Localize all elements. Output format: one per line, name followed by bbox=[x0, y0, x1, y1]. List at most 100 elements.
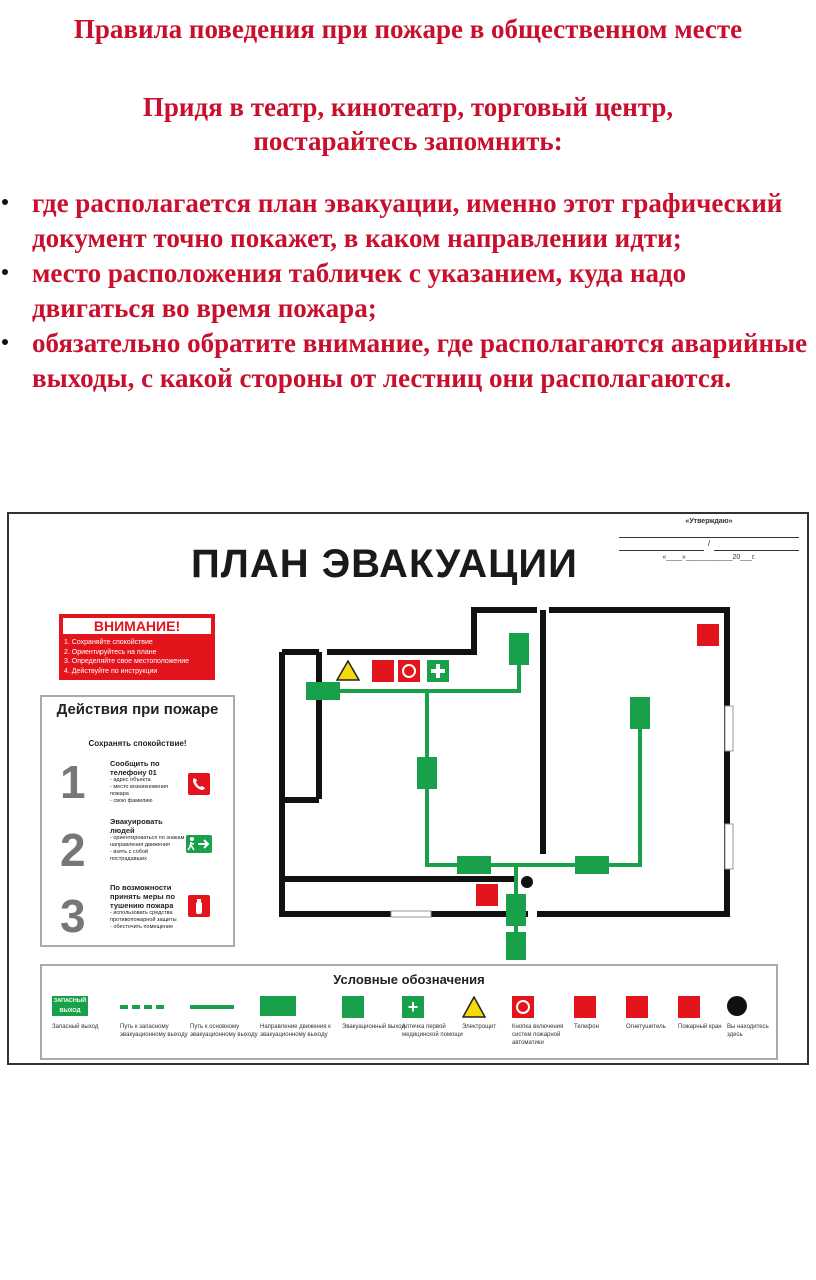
legend-item: Телефон bbox=[574, 996, 646, 1031]
extinguisher-icon bbox=[476, 884, 498, 906]
legend-label: Электрощит bbox=[462, 1024, 497, 1030]
window bbox=[724, 705, 734, 752]
step-title: Сообщить по телефону 01 bbox=[110, 759, 160, 777]
door-opening bbox=[390, 910, 432, 918]
exit-sign-label: ЗАПАСНЫЙ ВЫХОД bbox=[52, 996, 88, 1016]
step-detail: направления движения bbox=[110, 842, 170, 848]
signature-line bbox=[714, 538, 800, 551]
legend-label: Кнопка включения систем пожарной автомат… bbox=[512, 1024, 564, 1046]
walls bbox=[279, 607, 730, 917]
attention-list: 1. Сохраняйте спокойствие 2. Ориентируйт… bbox=[64, 638, 189, 676]
plan-title: ПЛАН ЭВАКУАЦИИ bbox=[191, 542, 578, 586]
page-title: Правила поведения при пожаре в обществен… bbox=[73, 14, 743, 44]
signature-line bbox=[619, 538, 704, 551]
step-detail: - взять с собой bbox=[110, 849, 149, 855]
step-detail: пострадавших bbox=[110, 856, 147, 862]
legend-item: Направление движения к эвакуационному вы… bbox=[260, 996, 332, 1039]
step-detail: - использовать средства bbox=[110, 910, 173, 916]
evac-route bbox=[309, 651, 642, 944]
evac-direction-icon bbox=[306, 682, 340, 700]
step-detail: - ориентироваться по знакам bbox=[110, 835, 185, 841]
step-detail: - адрес объекта bbox=[110, 777, 151, 783]
approval-block: «Утверждаю» / «____»____________20___г. bbox=[619, 518, 800, 561]
fire-alarm-button-icon bbox=[398, 660, 420, 682]
bullet-dot-icon bbox=[2, 339, 8, 345]
evac-direction-icon bbox=[575, 856, 609, 874]
extinguisher-icon bbox=[188, 895, 210, 917]
step-detail: - свою фамилию bbox=[110, 798, 153, 804]
step-number: 1 bbox=[60, 756, 86, 808]
legend-item: Вы находитесь здесь bbox=[727, 996, 775, 1039]
fire-actions-panel: Действия при пожаре Сохранять спокойстви… bbox=[40, 695, 235, 947]
bullet-text: место расположения табличек с указанием,… bbox=[32, 258, 687, 323]
step-title: Эвакуировать людей bbox=[110, 817, 163, 835]
floor-plan bbox=[279, 607, 734, 960]
exit-sign-icon: ЗАПАСНЫЙ ВЫХОД bbox=[52, 996, 124, 1020]
legend-item: Огнетушитель bbox=[626, 996, 698, 1031]
step-detail: противопожарной защиты bbox=[110, 917, 177, 923]
step-text: Эвакуировать людей - ориентироваться по … bbox=[110, 817, 186, 863]
spare-path-icon bbox=[120, 996, 192, 1020]
you-are-here-icon bbox=[521, 876, 533, 888]
legend-label: Пожарный кран bbox=[678, 1024, 722, 1030]
electric-hazard-icon bbox=[335, 659, 361, 681]
bullet-item: обязательно обратите внимание, где распо… bbox=[0, 326, 816, 396]
signature-line bbox=[619, 525, 799, 538]
bullet-text: обязательно обратите внимание, где распо… bbox=[32, 328, 808, 393]
legend-item: ЗАПАСНЫЙ ВЫХОД Запасный выход bbox=[52, 996, 124, 1031]
legend-label: Направление движения к эвакуационному вы… bbox=[260, 1024, 331, 1038]
electric-hazard-icon bbox=[461, 995, 534, 1020]
window bbox=[724, 823, 734, 870]
main-path-icon bbox=[190, 996, 262, 1020]
bullet-item: место расположения табличек с указанием,… bbox=[0, 256, 816, 326]
evacuation-plan: ПЛАН ЭВАКУАЦИИ «Утверждаю» / «____»_____… bbox=[7, 512, 809, 1065]
step-detail: - обесточить помещение bbox=[110, 924, 174, 930]
step-number: 3 bbox=[60, 890, 86, 942]
legend-label: Огнетушитель bbox=[626, 1024, 666, 1030]
legend-item: + Аптечка первой медицинской помощи bbox=[402, 996, 474, 1039]
evac-direction-icon bbox=[506, 894, 526, 926]
fire-alarm-button-icon bbox=[512, 996, 584, 1020]
extinguisher-icon bbox=[697, 624, 719, 646]
attention-box: ВНИМАНИЕ! 1. Сохраняйте спокойствие 2. О… bbox=[59, 614, 215, 680]
legend-label: Телефон bbox=[574, 1024, 599, 1030]
legend-label: Аптечка первой медицинской помощи bbox=[402, 1024, 463, 1038]
route-line bbox=[425, 691, 642, 867]
actions-header: Действия при пожаре bbox=[56, 701, 219, 718]
evac-direction-icon bbox=[630, 697, 650, 729]
bullet-list: где располагается план эвакуации, именно… bbox=[0, 186, 816, 396]
evac-direction-icon bbox=[260, 996, 332, 1020]
bullet-dot-icon bbox=[2, 269, 8, 275]
approval-date: «____»____________20___г. bbox=[662, 554, 756, 561]
evac-direction-icon bbox=[417, 757, 437, 789]
legend-label: Путь к основному эвакуационному выходу bbox=[190, 1024, 258, 1038]
legend-label: Вы находитесь здесь bbox=[727, 1024, 769, 1038]
route-signs bbox=[306, 633, 650, 960]
signature-slash: / bbox=[707, 539, 711, 548]
step-text: Сообщить по телефону 01 - адрес объекта … bbox=[110, 759, 186, 805]
attention-item: 1. Сохраняйте спокойствие bbox=[64, 639, 153, 646]
first-aid-icon: + bbox=[402, 996, 474, 1020]
legend-item: Пожарный кран bbox=[678, 996, 750, 1031]
page-subtitle: Придя в театр, кинотеатр, торговый центр… bbox=[142, 92, 674, 156]
legend-label: Запасный выход bbox=[52, 1024, 99, 1030]
phone-icon bbox=[188, 773, 210, 795]
approval-header: «Утверждаю» bbox=[685, 518, 733, 525]
attention-item: 3. Определяйте свое местоположение bbox=[64, 658, 189, 665]
fire-hydrant-icon bbox=[678, 996, 750, 1020]
phone-icon bbox=[372, 660, 394, 682]
legend-item: Эвакуационный выход bbox=[342, 996, 414, 1031]
attention-header: ВНИМАНИЕ! bbox=[63, 618, 211, 634]
legend-item: Электрощит bbox=[461, 995, 534, 1031]
attention-item: 2. Ориентируйтесь на плане bbox=[64, 648, 157, 656]
step-title: По возможности принять меры по тушению п… bbox=[110, 883, 175, 910]
you-are-here-icon bbox=[727, 996, 775, 1020]
evac-exit-icon bbox=[506, 932, 526, 960]
legend-panel: Условные обозначения ЗАПАСНЫЙ ВЫХОД Запа… bbox=[40, 964, 778, 1060]
extinguisher-icon bbox=[626, 996, 698, 1020]
legend-item: Путь к запасному эвакуационному выходу bbox=[120, 996, 192, 1039]
legend-header: Условные обозначения bbox=[333, 972, 485, 987]
legend-label: Эвакуационный выход bbox=[342, 1024, 405, 1030]
step-number: 2 bbox=[60, 824, 86, 876]
bullet-text: где располагается план эвакуации, именно… bbox=[32, 188, 783, 253]
